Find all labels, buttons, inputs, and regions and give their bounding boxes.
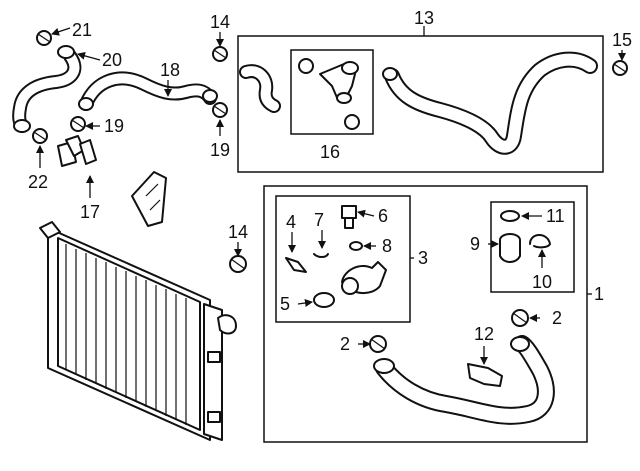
coolant-pipe-17 (57, 135, 242, 268)
clamp-19-left (70, 116, 86, 132)
leader-lines (36, 26, 626, 365)
callout-19-right: 19 (210, 140, 230, 160)
callout-17: 17 (80, 202, 100, 222)
clamp-2-left (369, 335, 387, 353)
clamp-15 (612, 60, 628, 76)
callout-19-left: 19 (104, 116, 124, 136)
sensor-6 (341, 205, 357, 229)
clamp-2-right (511, 309, 529, 327)
o-ring-5 (313, 292, 335, 308)
clip-4 (285, 257, 307, 273)
callout-6: 6 (378, 206, 388, 226)
callout-16: 16 (320, 142, 340, 162)
connector-16 (298, 58, 360, 130)
callout-9: 9 (470, 234, 480, 254)
clip-7 (313, 253, 329, 258)
radiator (39, 221, 237, 441)
callout-14-top: 14 (210, 12, 230, 32)
callout-5: 5 (280, 294, 290, 314)
callout-12: 12 (474, 324, 494, 344)
seal-11 (500, 210, 520, 222)
clamp-21 (36, 30, 52, 46)
callout-15: 15 (612, 30, 632, 50)
clip-10 (529, 234, 551, 249)
callout-21: 21 (72, 20, 92, 40)
callout-2-right: 2 (552, 308, 562, 328)
fitting-9 (499, 233, 521, 263)
clamp-14-bottom (229, 255, 247, 273)
hose-13-large (382, 51, 598, 155)
callout-22: 22 (28, 172, 48, 192)
callout-14-bottom: 14 (228, 222, 248, 242)
thermostat-housing-3 (341, 261, 387, 295)
callout-1: 1 (594, 284, 604, 304)
callout-18: 18 (160, 60, 180, 80)
callout-11: 11 (546, 206, 565, 226)
bracket-12 (467, 363, 503, 387)
seal-8 (349, 241, 363, 251)
hose-20 (12, 45, 82, 133)
callout-13: 13 (414, 8, 434, 28)
assembly-box-1 (263, 185, 588, 443)
callout-2-left: 2 (340, 334, 350, 354)
clamp-19-right (212, 102, 228, 118)
callout-7: 7 (314, 210, 324, 230)
assembly-box-13 (237, 35, 604, 173)
callout-10: 10 (532, 272, 552, 292)
callout-labels: 21 20 18 19 14 19 22 17 14 13 15 16 6 7 … (28, 8, 632, 354)
hose-18 (78, 71, 218, 111)
callout-8: 8 (382, 236, 392, 256)
hose-1 (373, 335, 555, 425)
clamp-14-top (212, 46, 228, 62)
subassembly-box-16 (290, 49, 374, 135)
subassembly-box-3 (275, 195, 411, 323)
callout-20: 20 (102, 50, 122, 70)
callout-3: 3 (418, 248, 428, 268)
clamp-22 (32, 128, 48, 144)
callout-4: 4 (286, 212, 296, 232)
hose-13-small (239, 64, 281, 113)
